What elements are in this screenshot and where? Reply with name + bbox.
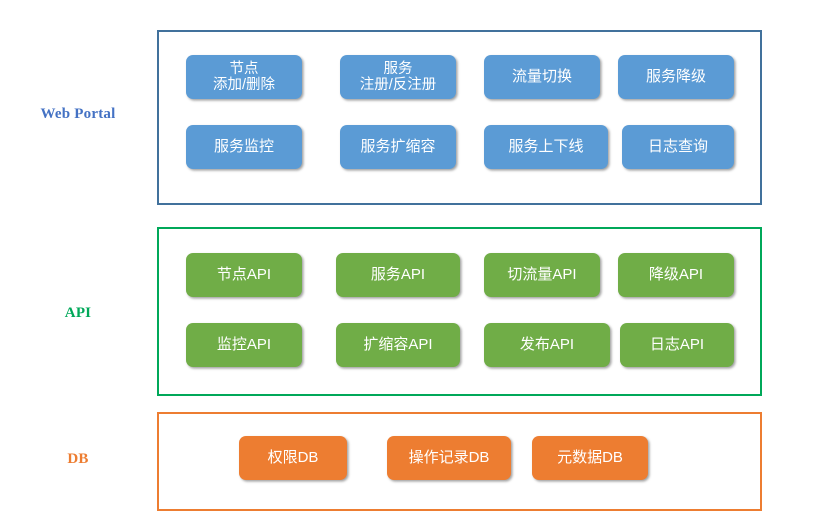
- layer-label-db: DB: [67, 451, 89, 467]
- web-portal-row-1: 节点 添加/删除 服务 注册/反注册 流量切换 服务降级: [159, 55, 760, 99]
- layer-label-web-portal: Web Portal: [40, 106, 116, 122]
- api-row-2: 监控API 扩缩容API 发布API 日志API: [159, 323, 760, 367]
- chip-service-online-offline[interactable]: 服务上下线: [484, 125, 608, 169]
- chip-degradation-api[interactable]: 降级API: [618, 253, 734, 297]
- db-row-1: 权限DB 操作记录DB 元数据DB: [159, 436, 760, 480]
- chip-metadata-db[interactable]: 元数据DB: [532, 436, 648, 480]
- layer-box-db: 权限DB 操作记录DB 元数据DB: [157, 412, 762, 511]
- chip-permission-db[interactable]: 权限DB: [239, 436, 347, 480]
- chip-log-api[interactable]: 日志API: [620, 323, 734, 367]
- chip-service-scaling[interactable]: 服务扩缩容: [340, 125, 456, 169]
- chip-traffic-switch[interactable]: 流量切换: [484, 55, 600, 99]
- chip-log-query[interactable]: 日志查询: [622, 125, 734, 169]
- layer-label-api: API: [64, 305, 92, 321]
- web-portal-row-2: 服务监控 服务扩缩容 服务上下线 日志查询: [159, 125, 760, 169]
- chip-service-degradation[interactable]: 服务降级: [618, 55, 734, 99]
- chip-traffic-switch-api[interactable]: 切流量API: [484, 253, 600, 297]
- layer-box-api: 节点API 服务API 切流量API 降级API 监控API 扩缩容API 发布…: [157, 227, 762, 396]
- layer-box-web-portal: 节点 添加/删除 服务 注册/反注册 流量切换 服务降级 服务监控 服务扩缩容 …: [157, 30, 762, 205]
- chip-service-register-unregister[interactable]: 服务 注册/反注册: [340, 55, 456, 99]
- chip-monitoring-api[interactable]: 监控API: [186, 323, 302, 367]
- chip-scaling-api[interactable]: 扩缩容API: [336, 323, 460, 367]
- chip-node-add-remove[interactable]: 节点 添加/删除: [186, 55, 302, 99]
- chip-operation-log-db[interactable]: 操作记录DB: [387, 436, 511, 480]
- api-row-1: 节点API 服务API 切流量API 降级API: [159, 253, 760, 297]
- chip-service-monitoring[interactable]: 服务监控: [186, 125, 302, 169]
- chip-service-api[interactable]: 服务API: [336, 253, 460, 297]
- chip-node-api[interactable]: 节点API: [186, 253, 302, 297]
- chip-release-api[interactable]: 发布API: [484, 323, 610, 367]
